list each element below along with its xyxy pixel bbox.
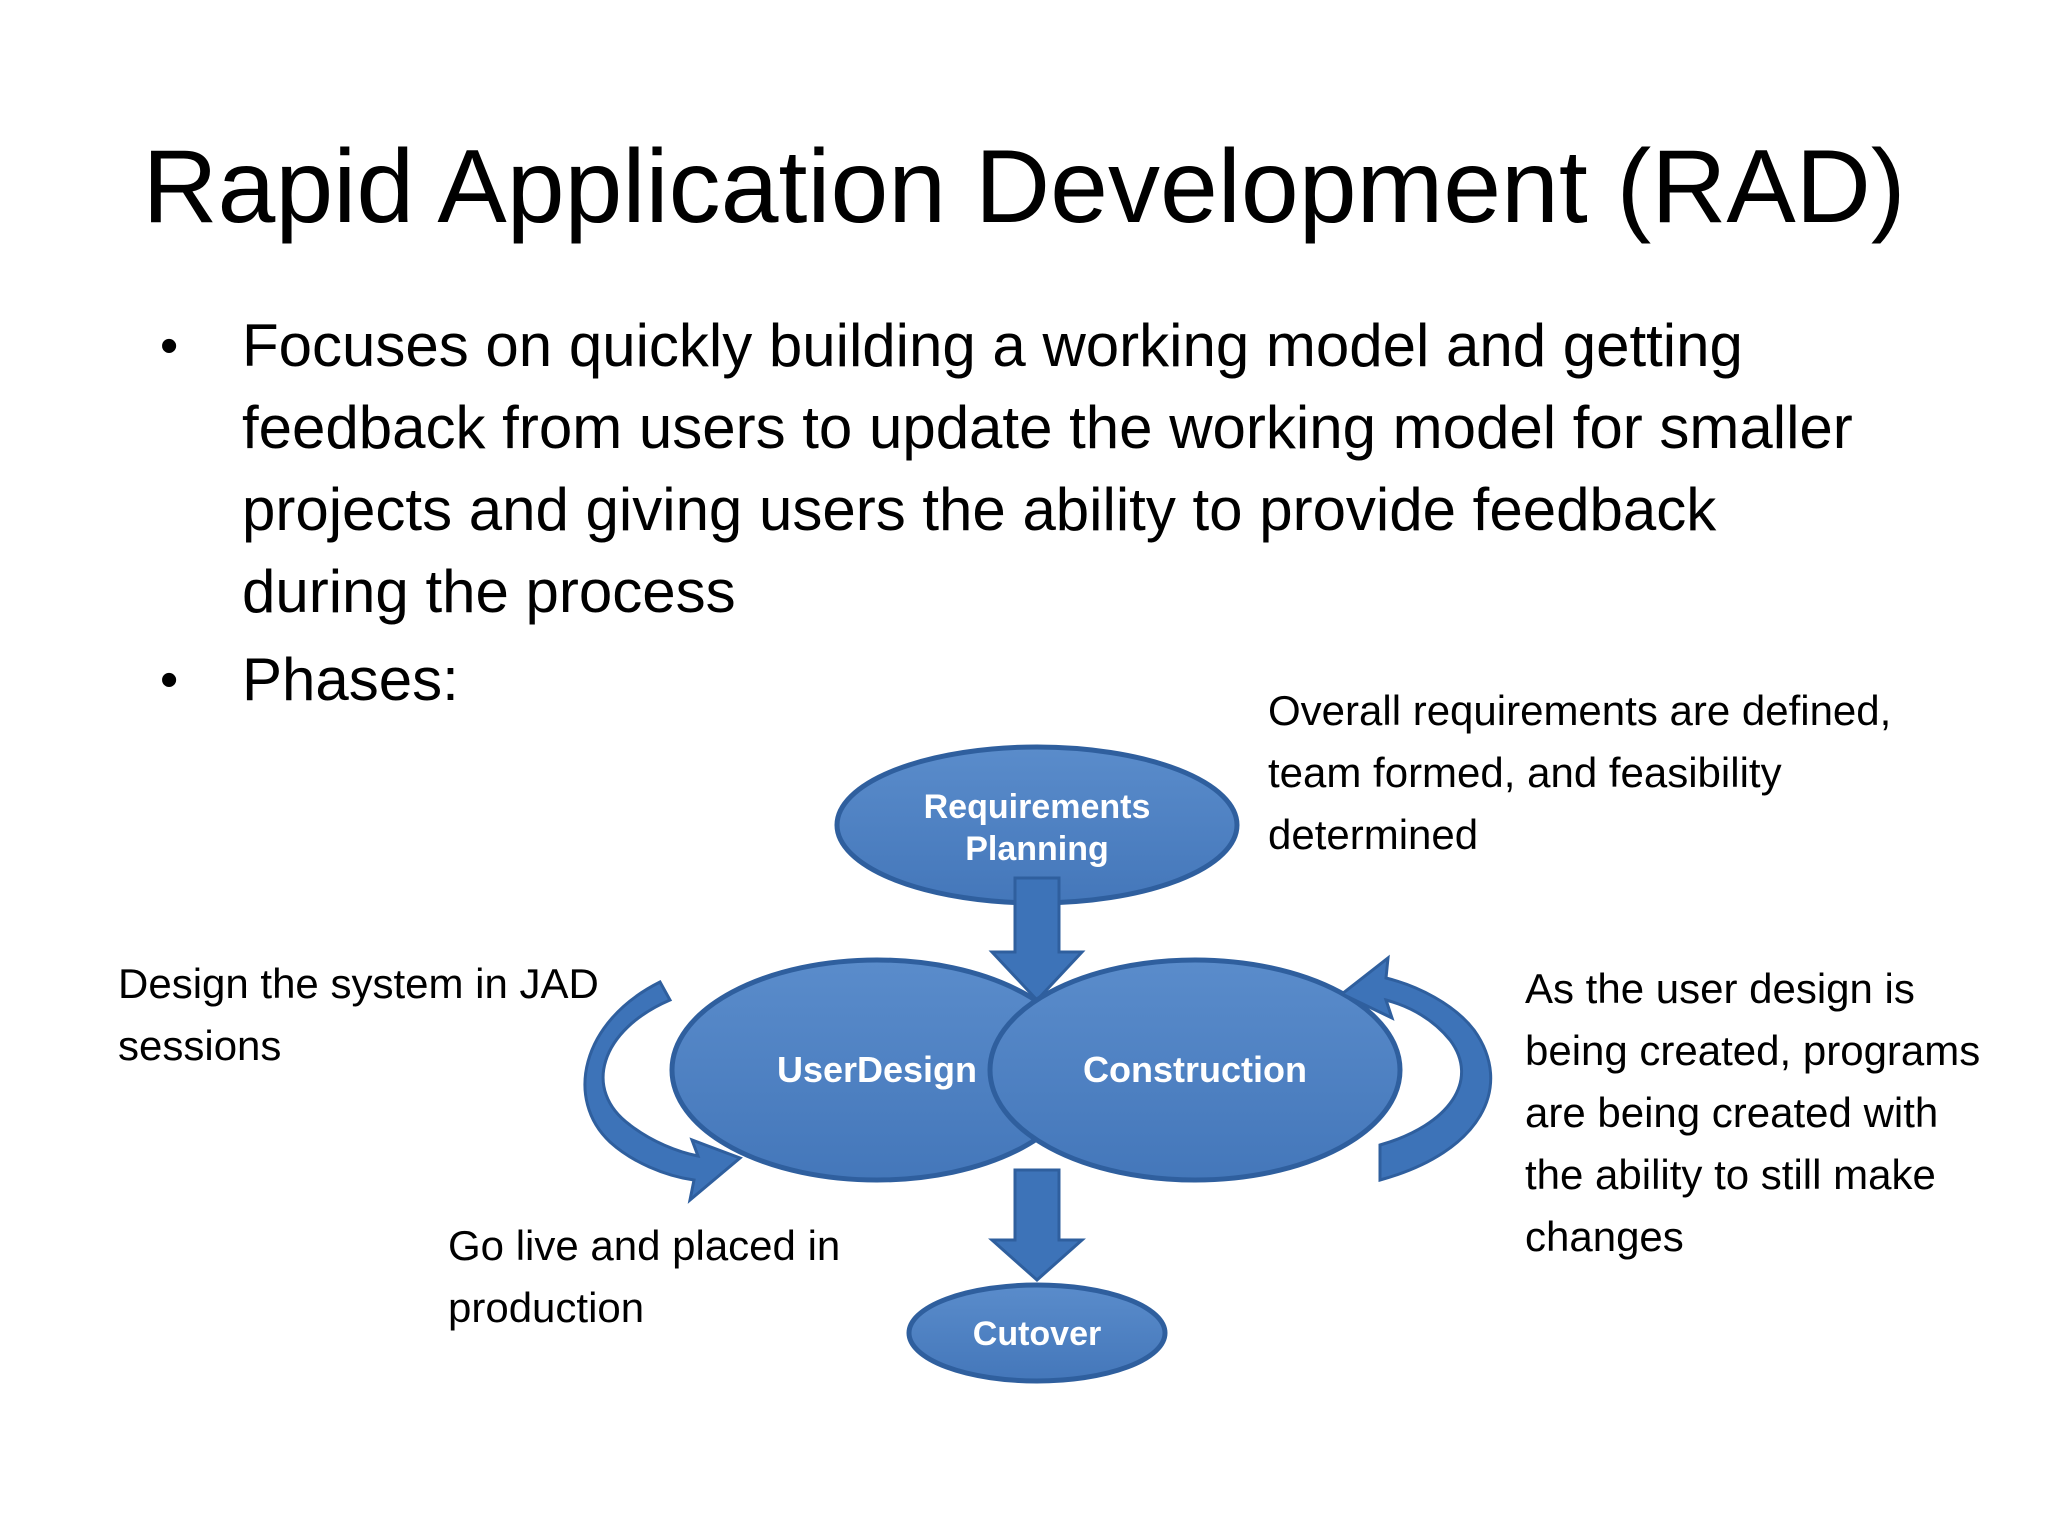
arrow-construction-to-cutover: [988, 1168, 1086, 1283]
requirements-planning-label-line2: Planning: [965, 830, 1109, 868]
cutover-ellipse: [906, 1282, 1168, 1384]
construction-label: Construction: [1083, 1049, 1307, 1090]
construction-loop-arrow: [1339, 954, 1493, 1182]
bullet-text: Focuses on quickly building a working mo…: [242, 312, 1853, 625]
requirements-planning-label-line1: Requirements: [924, 788, 1151, 826]
slide-title: Rapid Application Development (RAD): [142, 129, 1906, 245]
bullet-dot: •: [160, 317, 179, 375]
bullet-list: • Focuses on quickly building a working …: [160, 305, 1880, 727]
diagram-svg: Requirements Planning UserDesign Constru…: [583, 744, 1493, 1384]
note-construction: As the user design is being created, pro…: [1525, 965, 1981, 1260]
note-cutover: Go live and placed in production: [448, 1222, 841, 1331]
bullet-text: Phases:: [242, 646, 459, 713]
user-design-loop-arrow: [583, 980, 743, 1204]
note-design: Design the system in JAD sessions: [118, 960, 599, 1069]
arrow-requirements-to-design: [988, 876, 1086, 1003]
bullet-item-overview: • Focuses on quickly building a working …: [160, 305, 1880, 633]
bullet-dot: •: [160, 651, 179, 709]
construction-ellipse: [987, 957, 1403, 1183]
rad-phase-diagram: Requirements Planning UserDesign Constru…: [570, 700, 1530, 1400]
user-design-label: UserDesign: [777, 1049, 977, 1090]
bullet-item-phases: • Phases:: [160, 639, 1880, 721]
note-requirements: Overall requirements are defined, team f…: [1268, 687, 1892, 858]
cutover-label: Cutover: [973, 1315, 1101, 1353]
